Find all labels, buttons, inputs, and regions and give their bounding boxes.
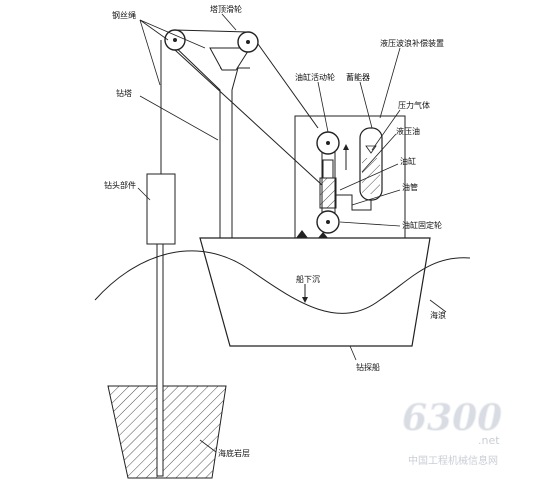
wave-line	[94, 250, 471, 314]
label-accumulator: 蓄能器	[346, 72, 370, 82]
ship-hull	[199, 237, 431, 347]
svg-text:6300: 6300	[402, 397, 502, 439]
label-drill-head: 钻头部件	[104, 180, 136, 190]
label-moving-sheave: 油缸活动轮	[295, 72, 335, 82]
derrick-frame	[167, 39, 250, 238]
wire-diagonal	[174, 49, 323, 186]
label-cylinder: 油缸	[400, 156, 416, 166]
oil-pipe	[336, 194, 372, 211]
label-wave: 海浪	[430, 310, 446, 320]
svg-text:.net: .net	[478, 434, 500, 447]
label-crown-block: 塔顶滑轮	[210, 4, 242, 14]
label-pressure-gas: 压力气体	[398, 100, 430, 110]
watermark-logo: 6300 .net 中国工程机械信息网	[402, 397, 503, 468]
label-drill-ship: 钻探船	[356, 362, 380, 372]
label-wire-rope: 钢丝绳	[112, 10, 136, 20]
label-oil-pipe: 油管	[402, 182, 418, 192]
label-fixed-sheave: 油缸固定轮	[402, 220, 442, 230]
leader-lines	[137, 13, 447, 453]
drill-head-box	[146, 173, 176, 245]
seabed-rock	[107, 385, 227, 479]
compensator-frame	[294, 115, 406, 239]
svg-text:中国工程机械信息网: 中国工程机械信息网	[408, 454, 498, 467]
drill-pipe	[156, 243, 164, 477]
label-seabed: 海底岩层	[218, 448, 250, 458]
label-ship-sinking: 船下沉	[296, 274, 320, 284]
cylinder-body	[319, 177, 337, 209]
derrick-top	[209, 47, 251, 71]
label-derrick: 钻塔	[116, 88, 132, 98]
label-hydraulic-oil: 液压油	[396, 126, 420, 136]
label-hydraulic-compensator: 液压波浪补偿装置	[380, 38, 444, 48]
wire-right-down	[257, 43, 319, 129]
